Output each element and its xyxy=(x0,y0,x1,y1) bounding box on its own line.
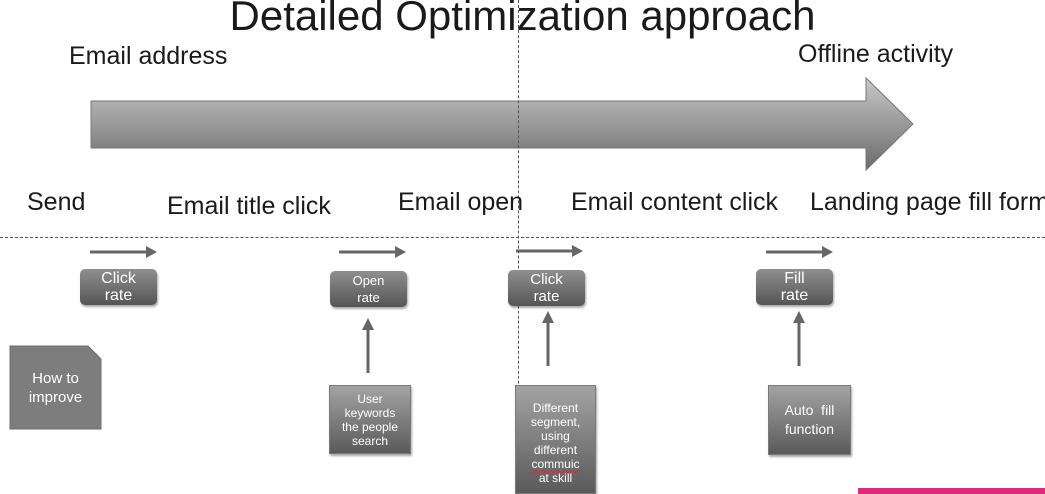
rate-box-line: Open xyxy=(352,273,385,288)
improve-box-line: How to xyxy=(32,369,79,387)
step-arrow-icon-4 xyxy=(766,246,833,258)
step-arrow-icon-3 xyxy=(516,245,583,257)
detail-box-line: keywords xyxy=(344,405,396,420)
rate-box-click-2: Click rate xyxy=(508,270,585,306)
vertical-divider xyxy=(518,0,519,494)
detail-box-line: using xyxy=(541,429,570,443)
rate-box-open: Open rate xyxy=(330,271,407,307)
improve-box: How to improve xyxy=(10,346,101,429)
flow-arrow-icon xyxy=(90,76,914,172)
detail-box-line: Auto fill xyxy=(784,402,835,418)
label-email-address: Email address xyxy=(69,42,228,70)
rate-box-fill: Fill rate xyxy=(756,269,833,305)
rate-box-line: rate xyxy=(780,287,809,304)
rate-box-line: rate xyxy=(357,290,380,305)
detail-box-segment: Different segment, using different commu… xyxy=(515,385,596,494)
up-arrow-icon-2 xyxy=(542,311,554,366)
detail-box-line: User xyxy=(357,391,383,406)
rate-box-line: Click xyxy=(530,271,563,288)
up-arrow-icon-3 xyxy=(793,311,805,366)
rate-box-line: rate xyxy=(533,288,560,305)
detail-box-autofill: Auto fill function xyxy=(768,385,851,455)
up-arrow-icon-1 xyxy=(362,318,374,373)
detail-box-keywords: User keywords the people search xyxy=(329,385,411,454)
rate-box-click-1: Click rate xyxy=(80,269,157,305)
horizontal-divider xyxy=(0,237,1045,238)
rate-box-line: Click xyxy=(101,270,136,287)
accent-bar xyxy=(858,488,1045,494)
detail-box-line: different xyxy=(533,443,578,457)
page-title: Detailed Optimization approach xyxy=(229,0,816,39)
detail-box-line: function xyxy=(784,421,835,437)
stage-send: Send xyxy=(27,188,86,216)
improve-box-shape xyxy=(9,345,102,430)
detail-box-line: at skill xyxy=(538,471,573,485)
rate-box-line: Fill xyxy=(784,270,805,287)
rate-box-line: rate xyxy=(104,287,133,304)
detail-box-line: commuic xyxy=(531,457,580,471)
step-arrow-icon-1 xyxy=(90,246,157,258)
stage-landing-page-fill-form: Landing page fill form xyxy=(810,188,1045,216)
stage-email-open: Email open xyxy=(398,188,524,216)
detail-box-line: segment, xyxy=(530,415,581,429)
stage-email-title-click: Email title click xyxy=(167,192,331,220)
stage-email-content-click: Email content click xyxy=(571,188,779,216)
detail-box-line: the people xyxy=(341,419,399,434)
label-offline-activity: Offline activity xyxy=(798,40,954,68)
detail-box-line: Different xyxy=(532,401,579,415)
detail-box-line: search xyxy=(351,433,389,448)
step-arrow-icon-2 xyxy=(339,246,406,258)
improve-box-line: improve xyxy=(28,388,83,406)
